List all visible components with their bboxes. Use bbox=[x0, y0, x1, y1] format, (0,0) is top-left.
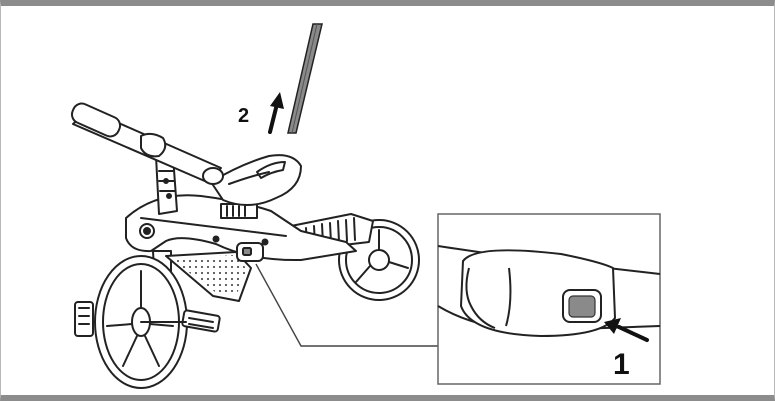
step-1-label: 1 bbox=[613, 348, 630, 381]
handlebar bbox=[70, 102, 224, 185]
callout-leader bbox=[255, 263, 438, 347]
seat bbox=[210, 154, 302, 206]
pedals bbox=[74, 301, 221, 337]
arrow-up-icon bbox=[268, 92, 284, 134]
main-frame bbox=[125, 194, 357, 262]
arrow-push-icon bbox=[604, 318, 649, 342]
seat-pole bbox=[287, 23, 323, 134]
step-2-label: 2 bbox=[238, 105, 249, 127]
release-button bbox=[562, 289, 602, 323]
zoom-inset: 1 bbox=[437, 213, 661, 385]
illustration-canvas: 2 1 bbox=[70, 23, 661, 389]
tricycle-drawing bbox=[70, 102, 420, 389]
